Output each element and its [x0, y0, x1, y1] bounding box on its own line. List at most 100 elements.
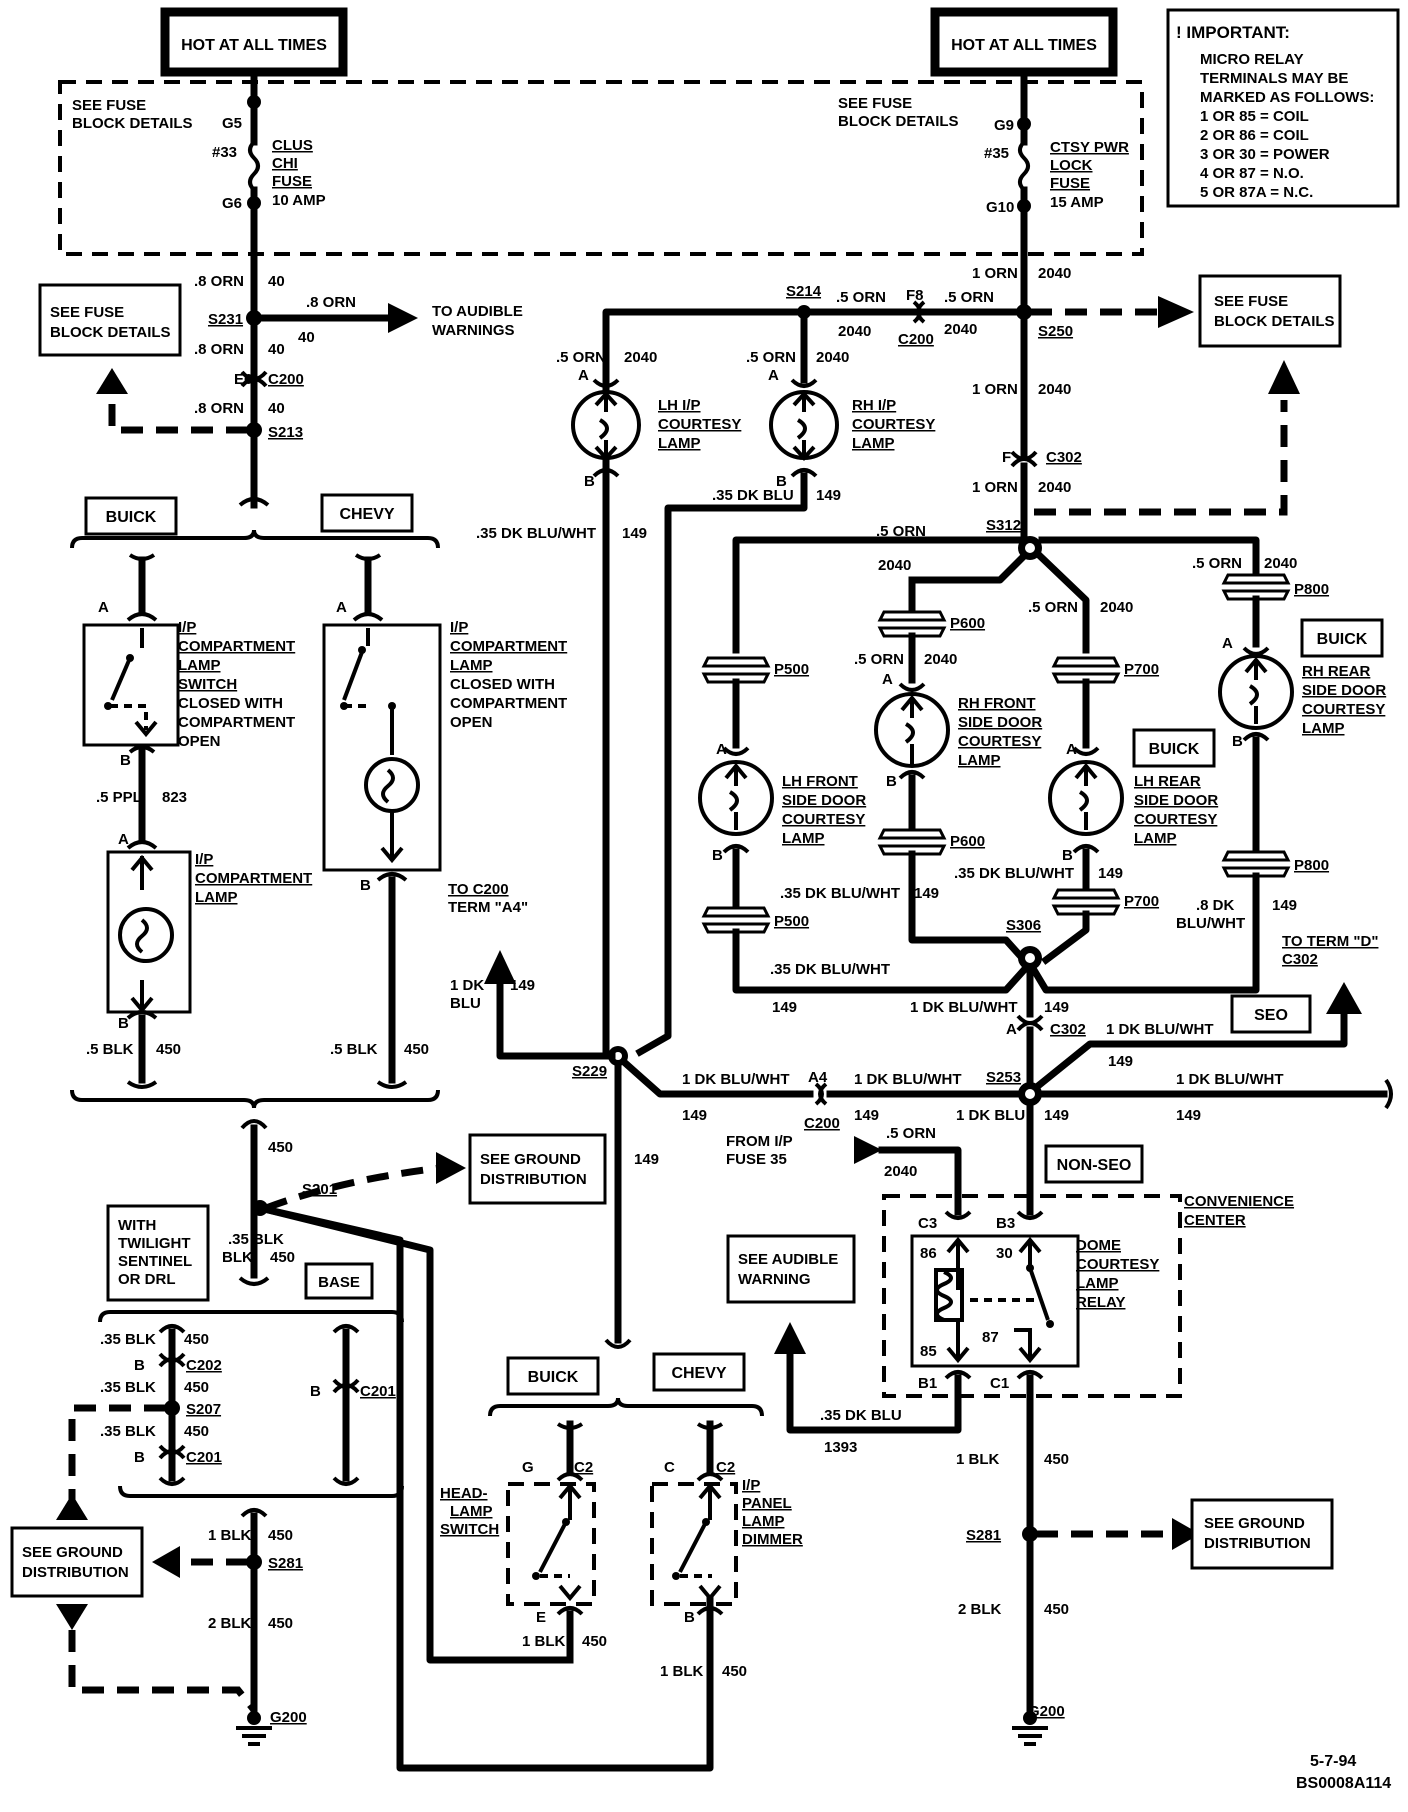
svg-text:1393: 1393	[824, 1439, 857, 1456]
svg-text:149: 149	[1098, 865, 1123, 882]
svg-text:450: 450	[270, 1249, 295, 1266]
svg-text:.8 ORN: .8 ORN	[194, 400, 244, 417]
svg-text:LAMP: LAMP	[1302, 720, 1345, 737]
svg-text:1 ORN: 1 ORN	[972, 381, 1018, 398]
svg-text:450: 450	[184, 1379, 209, 1396]
svg-text:RH REAR: RH REAR	[1302, 663, 1371, 680]
svg-text:2040: 2040	[1100, 599, 1133, 616]
rh-rear-side-door-courtesy-lamp: P800 A BUICK B P800 .8 DK BLU/WHT 149 RH…	[1029, 573, 1386, 994]
dome-courtesy-lamp-relay: CONVENIENCE CENTER .5 ORN 2040 FROM I/P …	[726, 1125, 1294, 1456]
svg-text:LOCK: LOCK	[1050, 157, 1093, 174]
svg-text:.8 ORN: .8 ORN	[306, 294, 356, 311]
svg-text:G9: G9	[994, 117, 1014, 134]
svg-text:450: 450	[156, 1041, 181, 1058]
splice-s312: S312 .5 ORN 2040 .5 ORN 2040 .5 ORN 2040	[732, 517, 1297, 654]
svg-text:40: 40	[268, 400, 285, 417]
svg-text:.35 BLK: .35 BLK	[100, 1423, 156, 1440]
svg-text:B: B	[886, 773, 897, 790]
svg-text:S281: S281	[268, 1555, 303, 1572]
see-fuse-block-left: SEE FUSE BLOCK DETAILS	[38, 283, 182, 357]
hot-at-all-times-right: HOT AT ALL TIMES	[930, 7, 1118, 77]
svg-text:40: 40	[268, 341, 285, 358]
svg-text:LAMP: LAMP	[742, 1513, 785, 1530]
ip-panel-lamp-dimmer: C C2 B 1 BLK 450 I/P PANEL LAMP DIMMER	[650, 1420, 803, 1680]
svg-text:1 DK BLU/WHT: 1 DK BLU/WHT	[910, 999, 1018, 1016]
svg-text:149: 149	[1272, 897, 1297, 914]
svg-text:B: B	[310, 1383, 321, 1400]
svg-text:1 DK BLU/WHT: 1 DK BLU/WHT	[682, 1071, 790, 1088]
svg-text:2040: 2040	[624, 349, 657, 366]
svg-text:TO C200: TO C200	[448, 881, 509, 898]
svg-text:1 DK: 1 DK	[450, 977, 484, 994]
svg-text:P500: P500	[774, 913, 809, 930]
svg-text:CLOSED WITH: CLOSED WITH	[450, 676, 555, 693]
svg-text:SWITCH: SWITCH	[440, 1521, 499, 1538]
svg-text:SIDE DOOR: SIDE DOOR	[1134, 792, 1218, 809]
svg-text:149: 149	[772, 999, 797, 1016]
svg-text:BUICK: BUICK	[1317, 631, 1368, 648]
svg-text:SEE AUDIBLE: SEE AUDIBLE	[738, 1251, 838, 1268]
date-code: 5-7-94	[1310, 1753, 1356, 1770]
svg-text:S207: S207	[186, 1401, 221, 1418]
svg-text:2 BLK: 2 BLK	[208, 1615, 252, 1632]
svg-text:149: 149	[510, 977, 535, 994]
svg-text:COURTESY: COURTESY	[852, 416, 935, 433]
svg-text:SEE FUSE: SEE FUSE	[72, 97, 146, 114]
svg-text:COMPARTMENT: COMPARTMENT	[178, 638, 295, 655]
svg-text:G200: G200	[270, 1709, 307, 1726]
splice-s253: S253 1 DK BLU/WHT 149 SEO 1 DK BLU/WHT 1…	[956, 982, 1393, 1216]
svg-text:.8 ORN: .8 ORN	[194, 273, 244, 290]
svg-text:A: A	[716, 741, 727, 758]
svg-text:COURTESY: COURTESY	[658, 416, 741, 433]
svg-text:BUICK: BUICK	[1149, 741, 1200, 758]
svg-text:.5 ORN: .5 ORN	[556, 349, 606, 366]
svg-text:1 BLK: 1 BLK	[208, 1527, 252, 1544]
svg-text:CONVENIENCE: CONVENIENCE	[1184, 1193, 1294, 1210]
svg-text:#35: #35	[984, 145, 1009, 162]
svg-text:.35 DK BLU/WHT: .35 DK BLU/WHT	[770, 961, 890, 978]
svg-text:450: 450	[268, 1527, 293, 1544]
svg-text:LAMP: LAMP	[178, 657, 221, 674]
svg-text:G: G	[522, 1459, 534, 1476]
svg-text:COURTESY: COURTESY	[1302, 701, 1385, 718]
left-feed: .8 ORN 40 S231 .8 ORN 40 TO AUDIBLE WARN…	[96, 273, 523, 507]
svg-text:2040: 2040	[816, 349, 849, 366]
fuse-33: SEE FUSE BLOCK DETAILS G5 #33 CLUS CHI F…	[72, 71, 326, 509]
svg-text:P700: P700	[1124, 893, 1159, 910]
svg-text:S306: S306	[1006, 917, 1041, 934]
svg-text:B: B	[684, 1609, 695, 1626]
svg-text:TO AUDIBLE: TO AUDIBLE	[432, 303, 523, 320]
svg-text:BASE: BASE	[318, 1274, 360, 1291]
svg-text:B1: B1	[918, 1375, 937, 1392]
svg-text:CLOSED WITH: CLOSED WITH	[178, 695, 283, 712]
ip-compartment-lamp-switch: A B .5 PPL 823 I/P COMPARTMENT LAMP SWIT…	[82, 553, 295, 844]
svg-text:2040: 2040	[1264, 555, 1297, 572]
svg-text:HOT AT ALL TIMES: HOT AT ALL TIMES	[951, 37, 1097, 54]
svg-text:I/P: I/P	[178, 619, 196, 636]
rh-front-side-door-courtesy-lamp: P600 .5 ORN 2040 A B P600 RH FRONT SIDE …	[854, 576, 1042, 965]
buick-chevy-split-center: BUICK CHEVY	[488, 1338, 764, 1417]
lh-front-side-door-courtesy-lamp: P500 A B P500 .35 DK BLU/WHT 149 .35 DK …	[698, 656, 1029, 1016]
svg-text:1 OR 85 = COIL: 1 OR 85 = COIL	[1200, 108, 1309, 125]
svg-text:PANEL: PANEL	[742, 1495, 792, 1512]
svg-text:2040: 2040	[924, 651, 957, 668]
svg-text:.5 ORN: .5 ORN	[746, 349, 796, 366]
svg-text:C2: C2	[716, 1459, 735, 1476]
svg-text:2040: 2040	[1038, 265, 1071, 282]
svg-text:WARNINGS: WARNINGS	[432, 322, 515, 339]
svg-text:B: B	[1232, 733, 1243, 750]
svg-text:LAMP: LAMP	[658, 435, 701, 452]
svg-text:1 BLK: 1 BLK	[660, 1663, 704, 1680]
svg-text:S250: S250	[1038, 323, 1073, 340]
svg-text:S229: S229	[572, 1063, 607, 1080]
svg-text:.5 ORN: .5 ORN	[1192, 555, 1242, 572]
svg-text:1 DK BLU/WHT: 1 DK BLU/WHT	[854, 1071, 962, 1088]
svg-text:C302: C302	[1050, 1021, 1086, 1038]
splice-s229: S229 1 DK BLU 149 TO C200 TERM "A4" 149 …	[448, 881, 1034, 1344]
svg-text:SIDE DOOR: SIDE DOOR	[782, 792, 866, 809]
svg-text:40: 40	[298, 329, 315, 346]
svg-text:B: B	[776, 473, 787, 490]
svg-text:SEE FUSE: SEE FUSE	[50, 304, 124, 321]
svg-text:.35 BLK: .35 BLK	[228, 1231, 284, 1248]
svg-text:450: 450	[184, 1423, 209, 1440]
